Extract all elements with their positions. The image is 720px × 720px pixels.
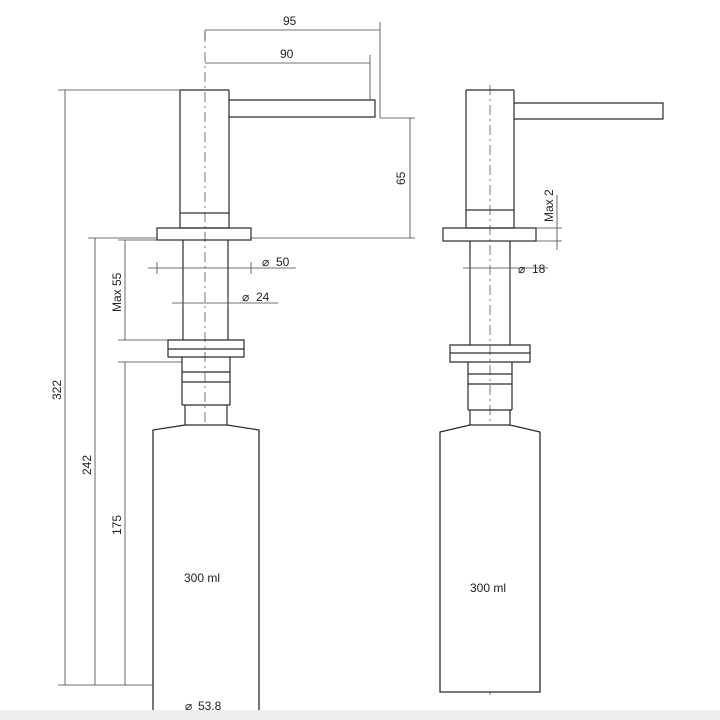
dim-95-lines [204, 22, 381, 118]
dim-max2-label: Max 2 [542, 189, 556, 222]
dim-dia53-label: 53.8 [198, 699, 222, 713]
right-neck [467, 362, 513, 425]
dim-65-lines [250, 117, 415, 239]
dim-90-label: 90 [280, 47, 294, 61]
right-shank [469, 241, 511, 345]
dim-dia18-label: 18 [532, 262, 546, 276]
dim-242-label: 242 [80, 455, 94, 475]
dim-175-lines [118, 361, 182, 685]
right-spout [514, 102, 664, 120]
left-flange [156, 227, 252, 241]
dim-95-label: 95 [283, 14, 297, 28]
dim-dia50-lines [148, 262, 296, 274]
dim-322-label: 322 [50, 380, 64, 400]
left-bottle [152, 424, 260, 713]
left-spout [229, 99, 376, 118]
dim-dia50-symbol: ⌀ [262, 255, 269, 269]
left-nut [167, 339, 245, 358]
dim-max55-label: Max 55 [110, 272, 124, 312]
dim-242-lines [88, 237, 157, 685]
left-neck [181, 357, 231, 425]
dim-dia18-symbol: ⌀ [518, 262, 525, 276]
right-dispenser-view: Max 2 ⌀ 18 300 ml [439, 85, 664, 695]
left-pump-head [179, 89, 230, 213]
dim-322-lines [58, 89, 180, 686]
dim-max2-lines [536, 195, 562, 250]
left-shank [182, 240, 229, 340]
dim-175-label: 175 [110, 515, 124, 535]
dim-65-label: 65 [394, 171, 408, 185]
right-flange [442, 227, 537, 242]
left-dispenser-view: 95 90 65 322 242 175 Max 55 ⌀ 50 ⌀ 24 ⌀ … [50, 14, 415, 713]
dim-dia24-label: 24 [256, 290, 270, 304]
dim-dia24-lines [172, 297, 278, 309]
dim-max55-lines [118, 239, 168, 341]
right-pump-head [465, 89, 515, 210]
bottom-strip [0, 710, 720, 720]
dim-dia24-symbol: ⌀ [242, 290, 249, 304]
dim-dia50-label: 50 [276, 255, 290, 269]
right-nut [449, 344, 531, 363]
left-collar [179, 212, 230, 229]
dim-dia18-lines [463, 262, 548, 274]
dim-90-lines [205, 55, 371, 100]
dim-dia53-symbol: ⌀ [185, 699, 192, 713]
right-bottle [439, 424, 541, 693]
left-volume-label: 300 ml [184, 571, 220, 585]
right-volume-label: 300 ml [470, 581, 506, 595]
